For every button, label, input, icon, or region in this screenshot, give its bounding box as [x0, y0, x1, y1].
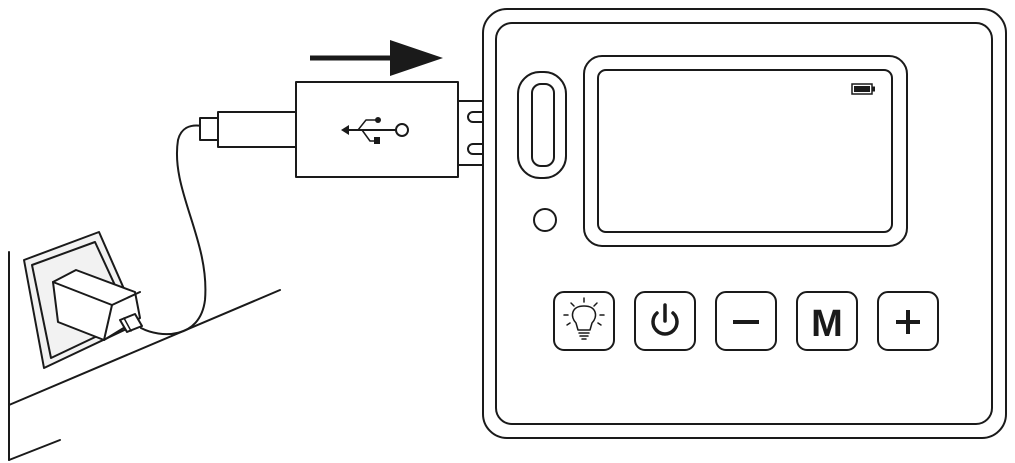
device-housing — [482, 8, 1007, 439]
charging-cable — [140, 124, 207, 336]
power-icon — [651, 303, 679, 336]
wall-edge-top — [8, 289, 281, 406]
power-button[interactable] — [634, 291, 696, 351]
charger-body — [52, 269, 141, 341]
wall-charger-plug — [52, 269, 143, 341]
charger-port-pin — [123, 317, 132, 332]
charger-corner — [103, 304, 113, 341]
display-bezel — [583, 55, 908, 247]
battery-icon — [851, 83, 875, 95]
cable-strain-relief — [199, 117, 219, 141]
indicator-led — [533, 208, 557, 232]
mode-button-label: M — [811, 303, 843, 345]
light-button[interactable] — [553, 291, 615, 351]
insert-direction-arrow — [310, 40, 443, 76]
usb-plug-body — [295, 81, 459, 178]
wall — [8, 251, 281, 461]
usb-cable-connector — [199, 81, 517, 178]
plus-button[interactable] — [877, 291, 939, 351]
button-row: M — [553, 291, 939, 351]
plus-icon — [896, 310, 920, 334]
device: M — [482, 8, 1007, 439]
minus-button[interactable] — [715, 291, 777, 351]
device-usb-port[interactable] — [531, 83, 555, 167]
display-screen — [597, 69, 893, 233]
device-usb-port-bezel — [517, 71, 567, 179]
mode-button[interactable]: M — [796, 291, 858, 351]
charger-usb-port — [119, 313, 143, 333]
cable-boot — [217, 111, 299, 148]
lightbulb-icon — [563, 297, 605, 340]
wall-edge-floor — [8, 439, 61, 461]
battery-level-fill — [854, 86, 870, 92]
usb-icon — [341, 117, 409, 144]
device-front-panel — [495, 22, 993, 425]
